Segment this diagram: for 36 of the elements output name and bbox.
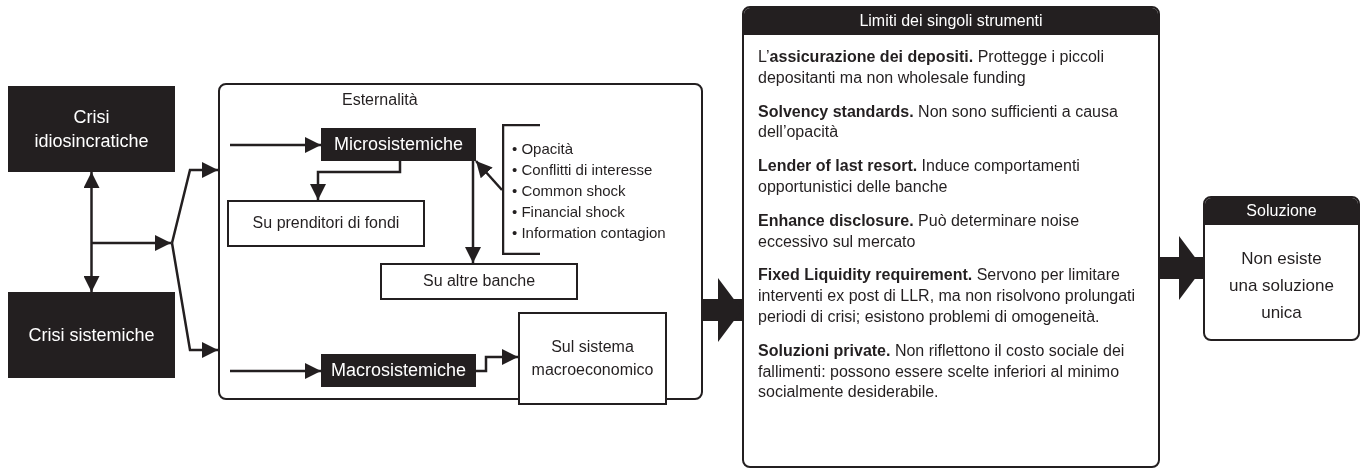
crisis-box: Crisi sistemiche	[8, 292, 175, 378]
result-panel	[1203, 196, 1360, 341]
paragraph: Soluzioni private. Non riflettono il costo sociale dei fallimenti: possono essere scelte inferiori al minimo socialmente desiderabile.	[758, 340, 1126, 403]
paragraph: Solvency standards. Non sono sufficienti a causa dell’opacità	[758, 101, 1119, 143]
arrow	[170, 242, 218, 358]
list-item: • Conflitti di interesse	[512, 161, 653, 178]
block-arrow	[1160, 236, 1203, 300]
arrow	[465, 161, 481, 263]
double-arrow	[83, 172, 100, 292]
list-item: • Information contagion	[512, 224, 666, 241]
arrow	[230, 363, 321, 379]
crisis-box: Crisi idiosincratiche	[8, 86, 175, 172]
arrow	[310, 161, 402, 200]
effect-box: Su prenditori di fondi	[227, 200, 425, 247]
effect-box: Sul sistema macroeconomico	[518, 312, 667, 405]
paragraph: Lender of last resort. Induce comportamenti opportunistici delle banche	[758, 156, 1081, 197]
info-panel	[742, 6, 1160, 468]
panel-text: Non esiste una soluzione unica	[1229, 248, 1334, 325]
arrow	[92, 235, 171, 251]
category-box: Macrosistemiche	[321, 354, 476, 387]
paragraph: L’assicurazione dei depositi. Prottegge i piccoli depositanti ma non wholesale funding	[758, 47, 1105, 88]
arrow	[475, 160, 504, 192]
category-box: Microsistemiche	[321, 128, 476, 161]
list-item: • Common shock	[512, 182, 626, 199]
paragraph: Fixed Liquidity requirement. Servono per limitare interventi ex post di LLR, ma non risolvono prolungati periodi di crisi; esistono problemi di omogeneità.	[758, 265, 1137, 327]
arrow	[476, 349, 518, 373]
panel-header: Soluzione	[1205, 198, 1358, 225]
effect-box: Su altre banche	[380, 263, 578, 300]
arrow	[170, 162, 218, 244]
group-title: Esternalità	[342, 91, 418, 109]
paragraph: Enhance disclosure. Può determinare noise eccessivo sul mercato	[758, 210, 1081, 252]
arrow	[230, 137, 321, 153]
panel-header: Limiti dei singoli strumenti	[744, 8, 1158, 35]
list-item: • Opacità	[512, 140, 574, 157]
list-item: • Financial shock	[512, 203, 625, 220]
block-arrow	[703, 278, 742, 342]
